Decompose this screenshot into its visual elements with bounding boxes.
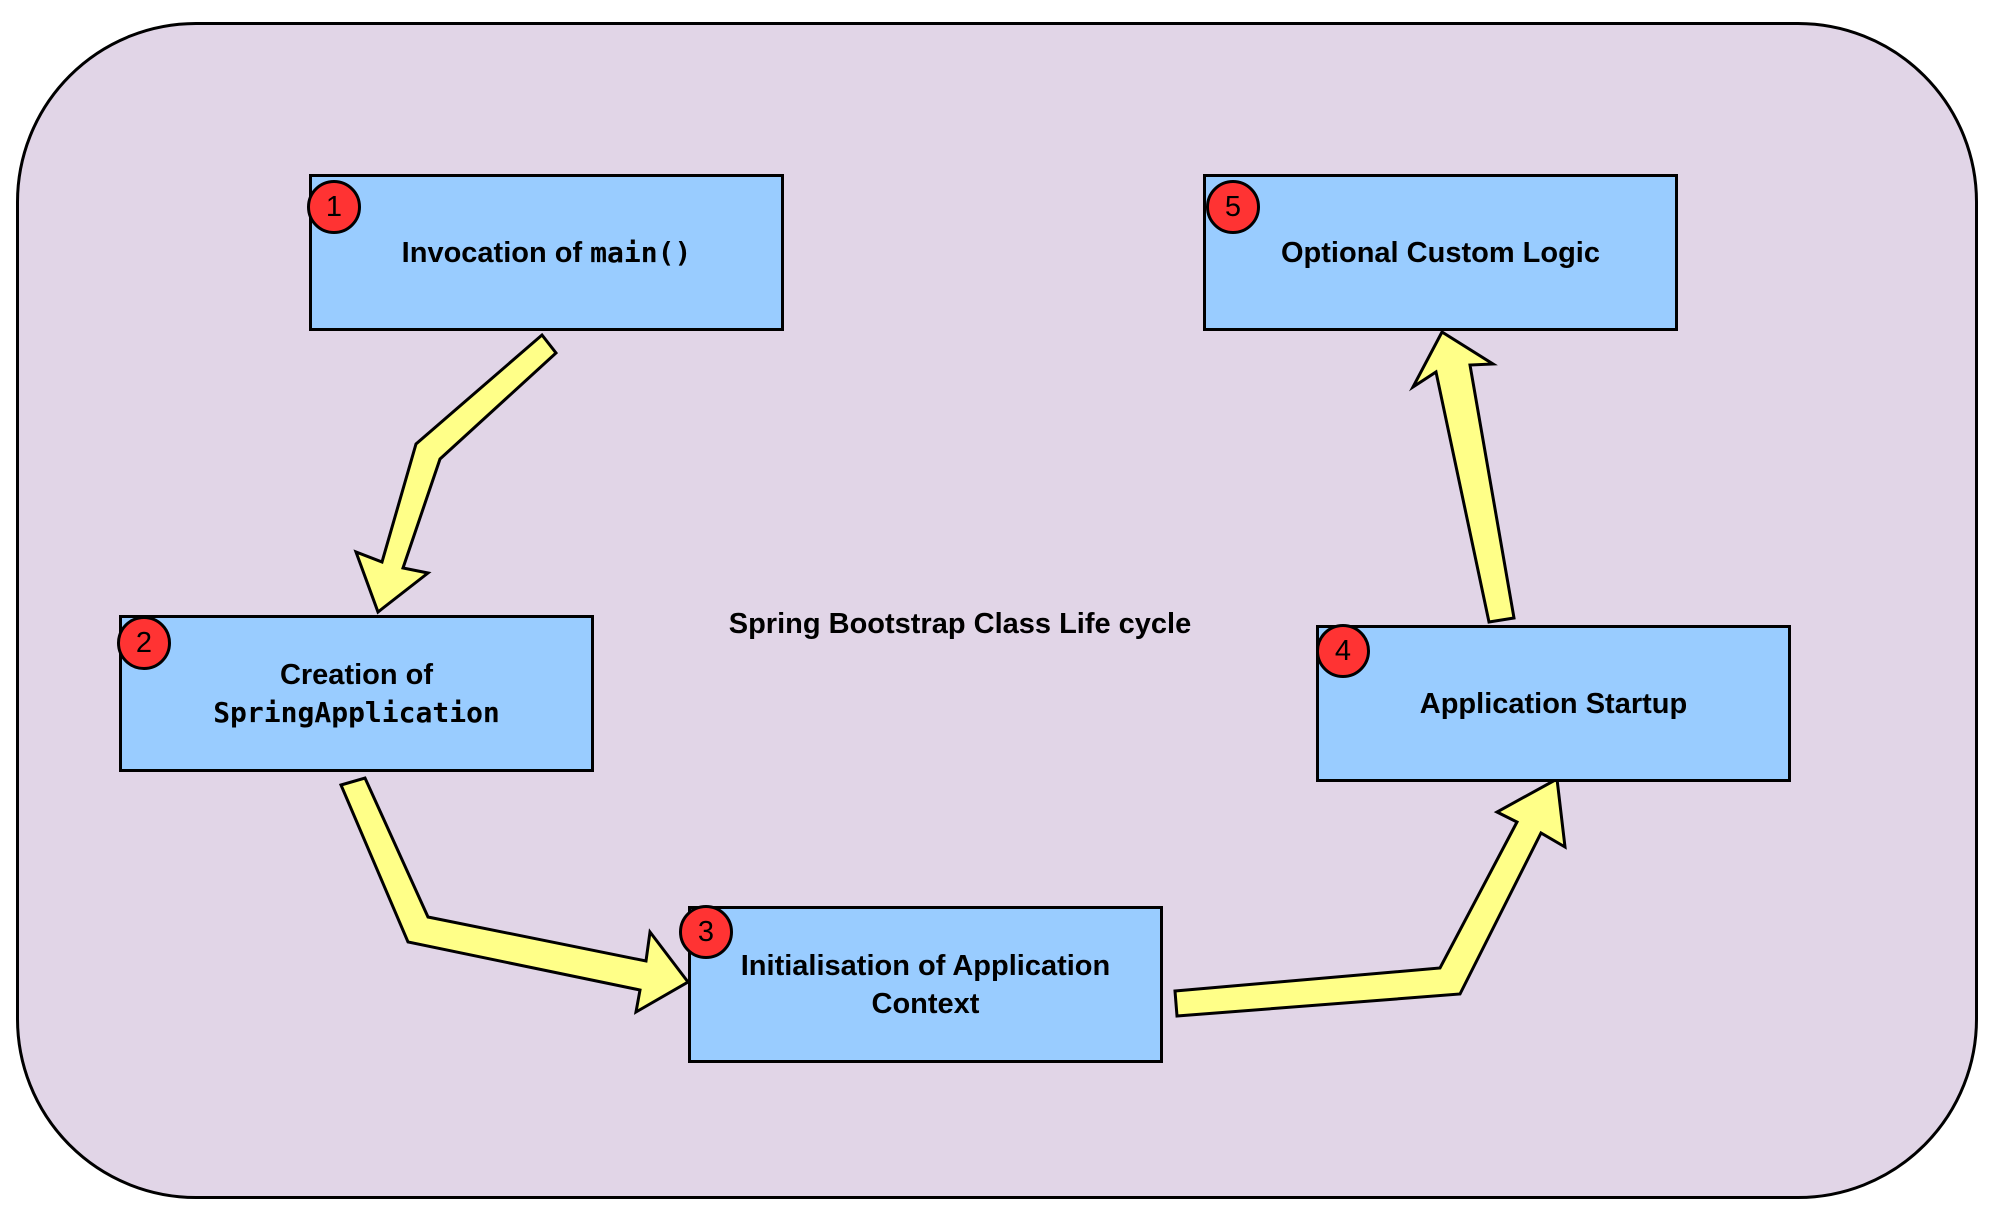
- diagram-title: Spring Bootstrap Class Life cycle: [728, 608, 1192, 640]
- step-label: Initialisation of Application Context: [740, 949, 1111, 1020]
- step-label: Invocation of main(): [402, 234, 692, 272]
- arrow-step2-to-step3: [338, 776, 691, 1015]
- step-number-badge: 4: [1316, 624, 1370, 678]
- arrow-step3-to-step4: [1173, 776, 1567, 1018]
- step-box-optional-custom-logic: Optional Custom Logic: [1203, 174, 1678, 331]
- step-number-badge: 3: [679, 905, 733, 959]
- step-label-text: Creation of: [279, 658, 434, 691]
- step-label: Optional Custom Logic: [1281, 236, 1600, 269]
- step-label-text: Invocation of: [401, 236, 591, 269]
- step-number-badge: 2: [117, 616, 171, 670]
- step-number-badge: 1: [307, 180, 361, 234]
- step-box-invocation-of-main: Invocation of main(): [309, 174, 784, 331]
- step-label-code: SpringApplication: [213, 695, 500, 729]
- step-box-initialisation-of-application-context: Initialisation of Application Context: [688, 906, 1163, 1063]
- arrow-step4-to-step5: [1408, 329, 1516, 624]
- arrow-step1-to-step2: [353, 332, 559, 615]
- step-label-code: main(): [590, 235, 692, 269]
- step-number-badge: 5: [1206, 180, 1260, 234]
- step-box-creation-of-springapplication: Creation of SpringApplication: [119, 615, 594, 772]
- step-label: Application Startup: [1419, 687, 1688, 720]
- step-box-application-startup: Application Startup: [1316, 625, 1791, 782]
- step-label: Creation of SpringApplication: [213, 656, 500, 732]
